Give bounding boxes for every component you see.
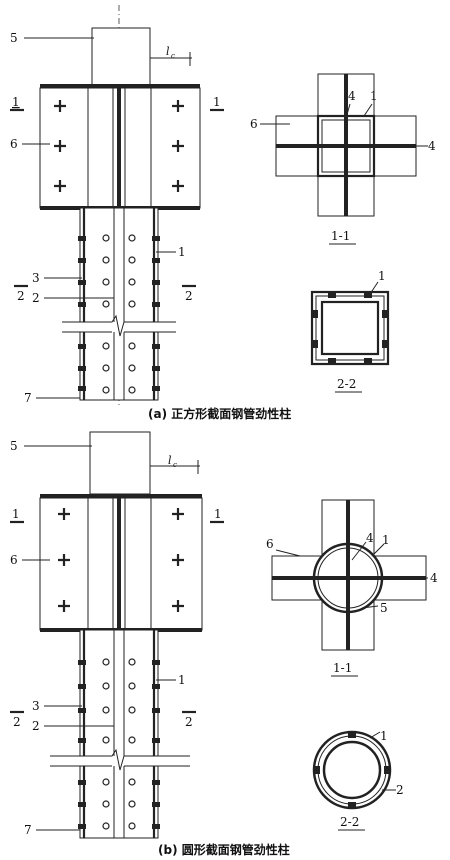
callout-1: 1	[178, 245, 186, 259]
callout-7-b: 7	[24, 823, 32, 837]
callout-5-b: 5	[10, 439, 18, 453]
bolt-circle-group	[102, 234, 136, 394]
break-line	[62, 314, 176, 337]
sec-b-callout-1: 1	[382, 533, 390, 547]
sq-inner-tube	[320, 300, 380, 356]
callout-7: 7	[24, 391, 32, 405]
section-1-1-title-a: 1-1	[331, 229, 350, 243]
lower-column-b	[79, 629, 159, 839]
gusset-plate-right-b	[150, 497, 203, 631]
bolt-cross-group	[54, 100, 184, 192]
figure-b-section-1-1: 6 4 1 4 5 1-1	[266, 499, 438, 677]
figure-b-elevation: l c 5	[10, 431, 224, 839]
lc-label-b: l	[168, 454, 172, 467]
sec-b-callout-5: 5	[380, 601, 388, 615]
gusset-plate-left	[39, 87, 89, 209]
caption-a: (a) 正方形截面钢管劲性柱	[148, 406, 291, 421]
section-mark-1-right-b: 1	[214, 507, 222, 521]
callout-2: 2	[32, 291, 40, 305]
round-inner-tube	[322, 740, 382, 800]
callout-6: 6	[10, 137, 18, 151]
section-1-1-title-b: 1-1	[333, 661, 352, 675]
section-mark-1-left-b: 1	[12, 507, 20, 521]
svg-text:c: c	[173, 461, 177, 469]
section-mark-2-right: 2	[185, 289, 193, 303]
figure-a-elevation: l c	[10, 5, 224, 405]
figure-a-section-1-1: 6 4 1 4 1-1	[250, 73, 436, 245]
callout-3-b: 3	[32, 699, 40, 713]
sec-b22-callout-2: 2	[396, 783, 404, 797]
upper-column	[91, 27, 151, 87]
sq-outer-tube	[310, 290, 390, 366]
side-stud-group	[78, 236, 160, 391]
sec-a-callout-4-top: 4	[348, 89, 356, 103]
callout-2-b: 2	[32, 719, 40, 733]
sec-b-callout-4-top: 4	[366, 531, 374, 545]
sec-a-callout-1: 1	[370, 89, 378, 103]
figure-b-section-2-2: 1 2 2-2	[312, 729, 404, 831]
callout-3: 3	[32, 271, 40, 285]
svg-text:c: c	[171, 52, 175, 60]
caption-b: (b) 圆形截面钢管劲性柱	[158, 842, 290, 857]
lower-column	[79, 207, 159, 401]
upper-column-b	[89, 431, 151, 495]
sec-a-callout-4-right: 4	[428, 139, 436, 153]
section-2-2-title-b: 2-2	[340, 815, 359, 829]
callout-1-b: 1	[178, 673, 186, 687]
figure-a-section-2-2: 1 2-2	[310, 269, 390, 393]
lc-label: l	[166, 45, 170, 58]
callout-5: 5	[10, 31, 18, 45]
section-mark-1-left: 1	[12, 95, 20, 109]
section-2-2-title-a: 2-2	[337, 377, 356, 391]
section-mark-2-right-b: 2	[185, 715, 193, 729]
sec-a22-callout-1: 1	[378, 269, 386, 283]
sec-b-callout-4-right: 4	[430, 571, 438, 585]
section-mark-2-left-b: 2	[13, 715, 21, 729]
section-mark-1-right: 1	[213, 95, 221, 109]
callout-6-b: 6	[10, 553, 18, 567]
sec-b22-callout-1: 1	[380, 729, 388, 743]
sec-a-callout-6: 6	[250, 117, 258, 131]
section-mark-2-left: 2	[17, 289, 25, 303]
sec-b-callout-6: 6	[266, 537, 274, 551]
break-line-b	[50, 748, 190, 771]
